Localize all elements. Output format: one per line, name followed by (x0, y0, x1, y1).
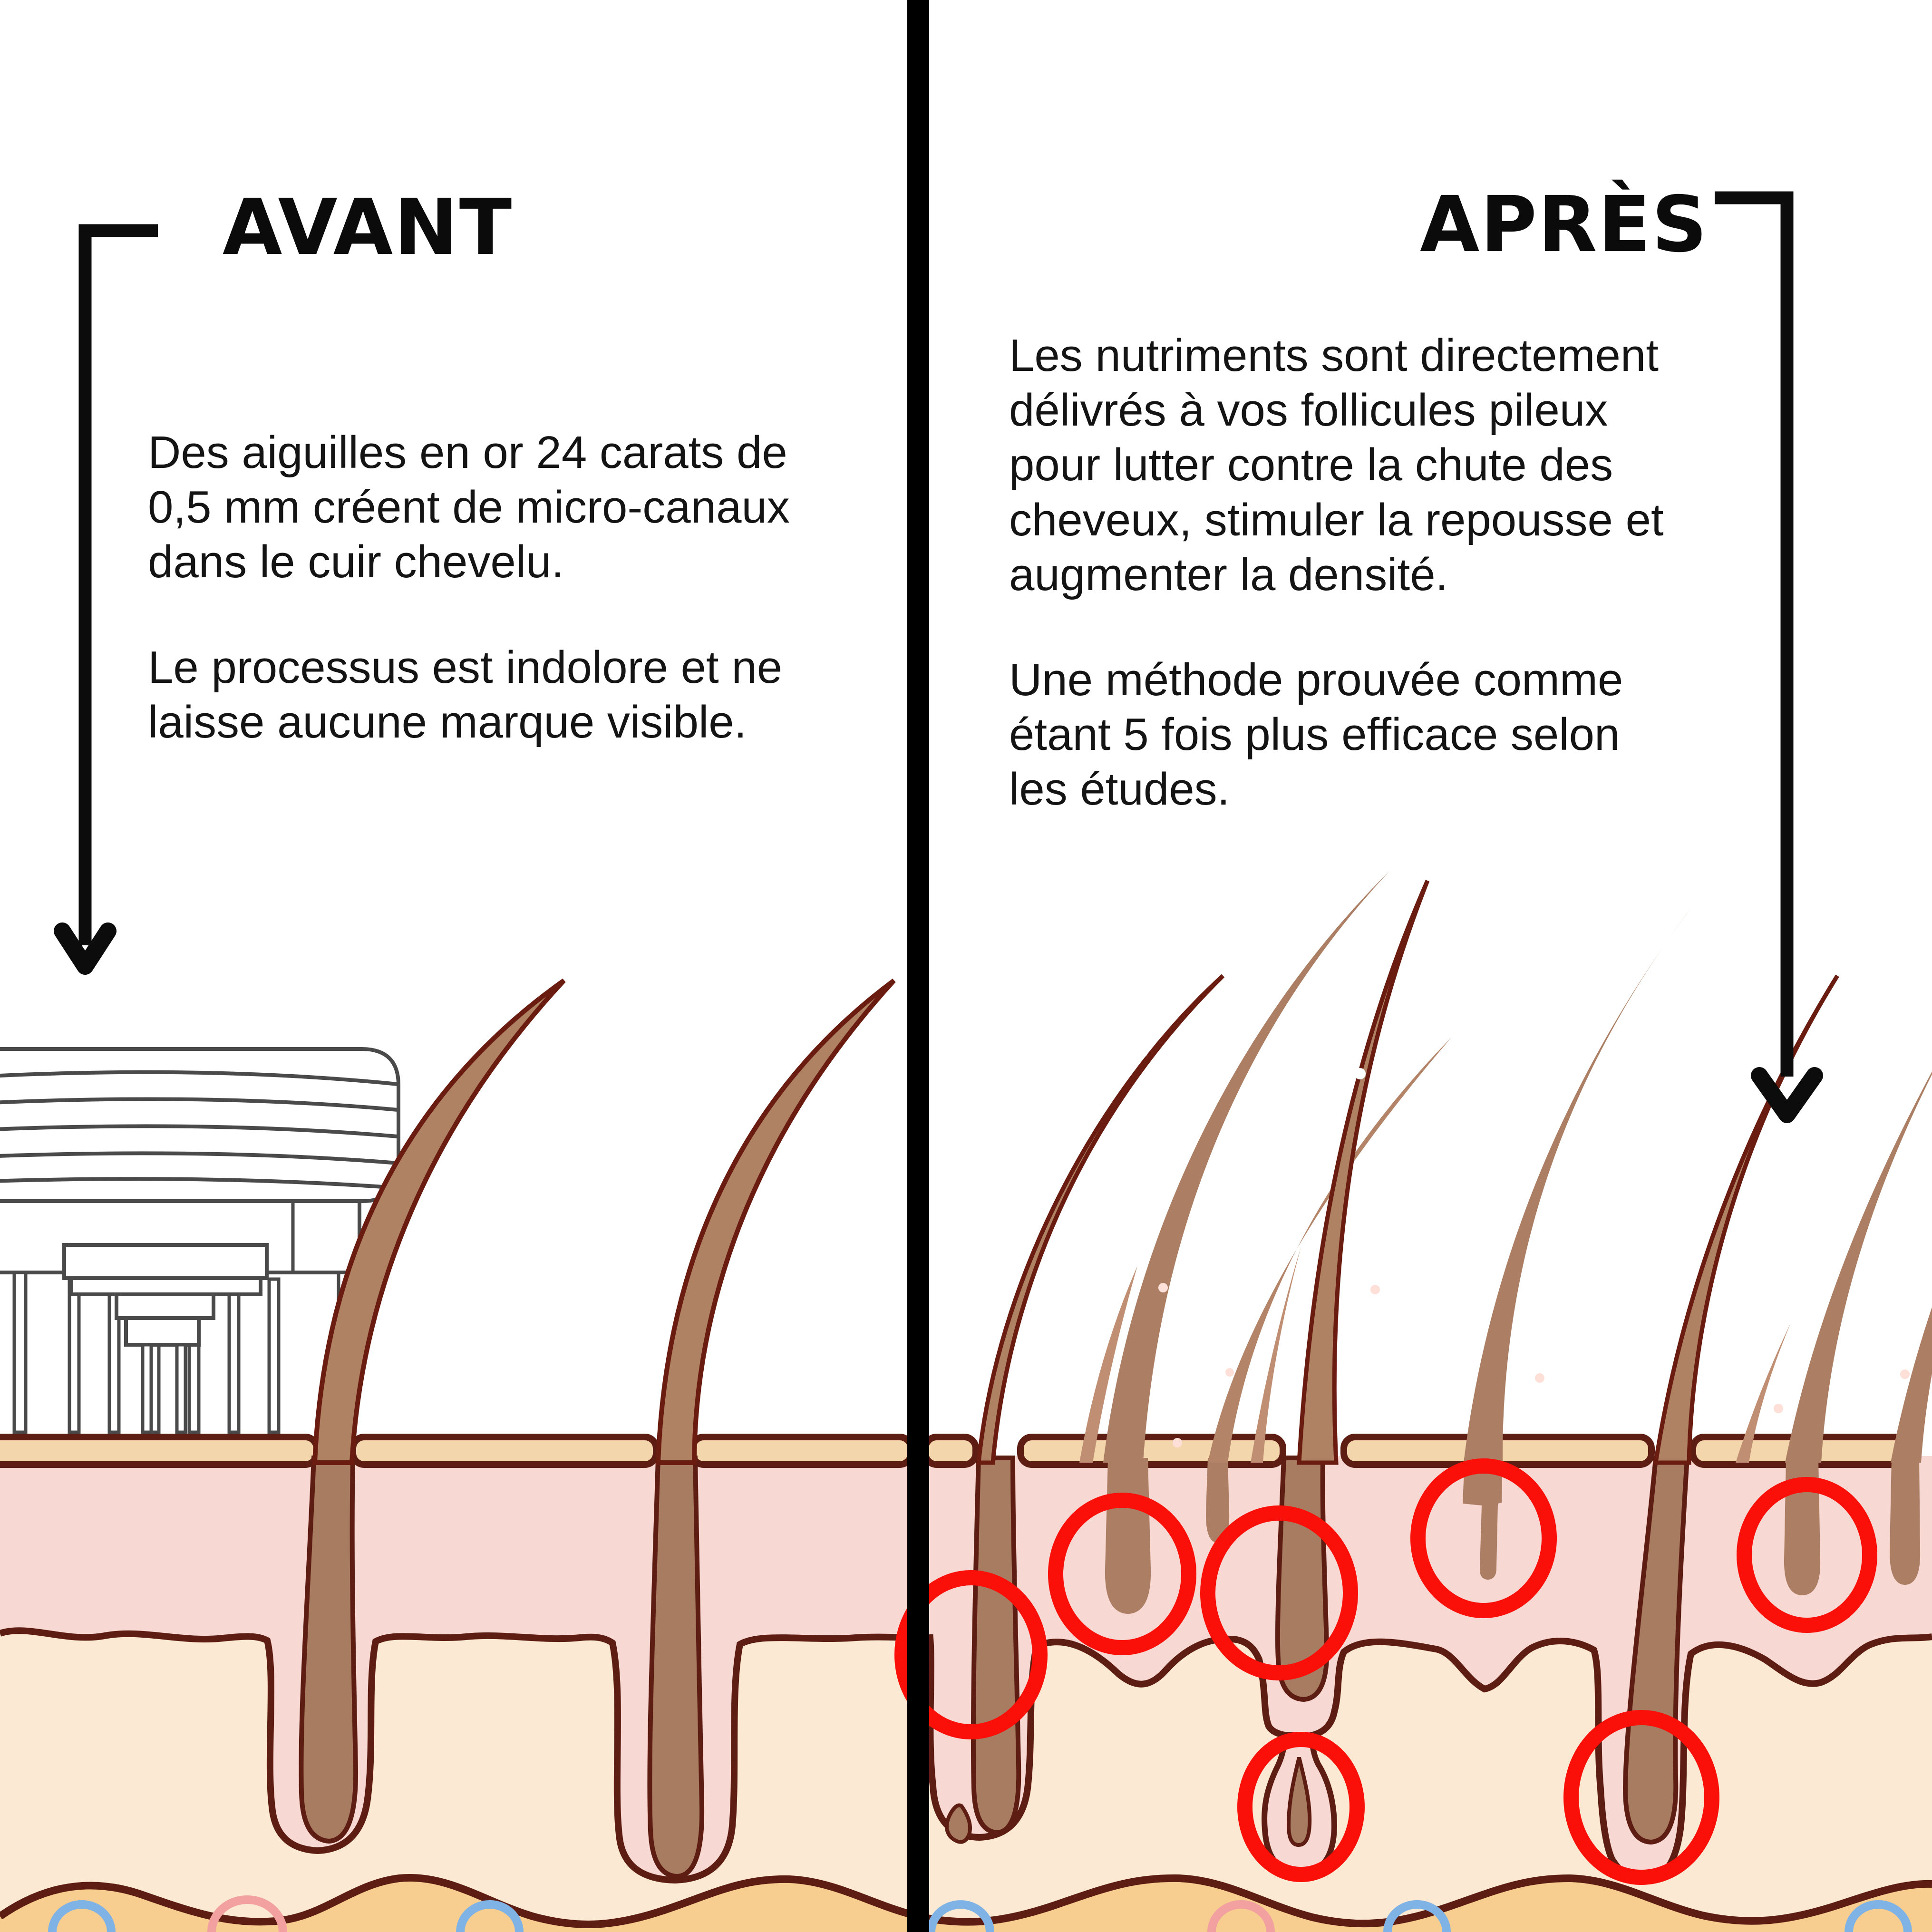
apres-paragraph-2: Une méthode prouvée comme étant 5 fois p… (1009, 654, 1623, 815)
left-hairs (312, 978, 896, 1465)
blue-vessel-icon (456, 1900, 524, 1932)
hair-follicle-root (299, 1456, 359, 1844)
avant-paragraph-2: Le processus est indolore et ne laisse a… (148, 641, 783, 748)
hair-strand (1891, 1307, 1932, 1463)
hair-stub (1205, 1458, 1230, 1543)
hair-stub (1105, 1458, 1151, 1614)
hair-follicle-root (1622, 1456, 1690, 1845)
pink-vessel-icon (1207, 1900, 1275, 1932)
hair-strand (1464, 904, 1694, 1463)
apres-arrow (1715, 191, 1823, 1123)
hair-strand (1103, 871, 1389, 1463)
apres-paragraph-1: Les nutriments sont directement délivrés… (1009, 330, 1664, 600)
hair-sprout (1079, 1266, 1137, 1463)
blue-vessel-icon (1383, 1900, 1451, 1932)
hair-strand (976, 974, 1225, 1465)
apres-title: APRÈS (1420, 180, 1709, 270)
hair-stub (1889, 1458, 1921, 1585)
hair-strand (1785, 1071, 1932, 1463)
right-hairs (976, 871, 1932, 1465)
hair-roots (299, 1456, 1921, 1879)
arrow-down-icon (54, 922, 117, 975)
shed-hair-drop (945, 1803, 972, 1844)
hair-follicle-root (647, 1456, 705, 1879)
hair-strand (1208, 1038, 1451, 1463)
avant-title: AVANT (223, 183, 513, 272)
avant-paragraph-1: Des aiguilles en or 24 carats de 0,5 mm … (148, 427, 790, 588)
fat-layer (0, 1874, 1932, 1932)
hair-strand (655, 978, 896, 1465)
dermis-layer (0, 1456, 1932, 1885)
avant-arrow (54, 224, 158, 975)
pink-vessel-icon (207, 1895, 287, 1932)
divider-line (907, 0, 929, 1932)
highlight-circle (1563, 1710, 1719, 1885)
apres-description: Les nutriments sont directement délivrés… (1009, 328, 1675, 817)
blue-vessel-icon (1845, 1900, 1912, 1932)
hair-strand (312, 978, 566, 1465)
avant-description: Des aiguilles en or 24 carats de 0,5 mm … (148, 425, 804, 749)
highlight-circle (1200, 1505, 1358, 1680)
highlight-circle (1410, 1458, 1557, 1618)
hair-strand (1653, 974, 1839, 1465)
highlight-circle (1237, 1732, 1365, 1882)
hair-follicle-root (971, 1456, 1021, 1835)
hair-sprout (1736, 1323, 1791, 1463)
blood-vessel-icons (48, 1895, 1912, 1932)
highlight-circle (1048, 1493, 1196, 1655)
broken-hair-stub (1463, 1458, 1503, 1580)
highlight-circles (894, 1458, 1877, 1885)
hair-strand (1297, 880, 1430, 1465)
highlight-circle (894, 1570, 1048, 1739)
hair-sprout (1251, 1247, 1301, 1463)
tiny-hair-sprout (1286, 1757, 1312, 1847)
sparkle-dots (1136, 1046, 1910, 1447)
highlight-circle (1737, 1477, 1877, 1633)
blue-vessel-icon (927, 1900, 994, 1932)
blue-vessel-icon (48, 1900, 116, 1932)
arrow-down-icon (1751, 1067, 1823, 1123)
epidermis-strip (0, 1434, 1921, 1468)
